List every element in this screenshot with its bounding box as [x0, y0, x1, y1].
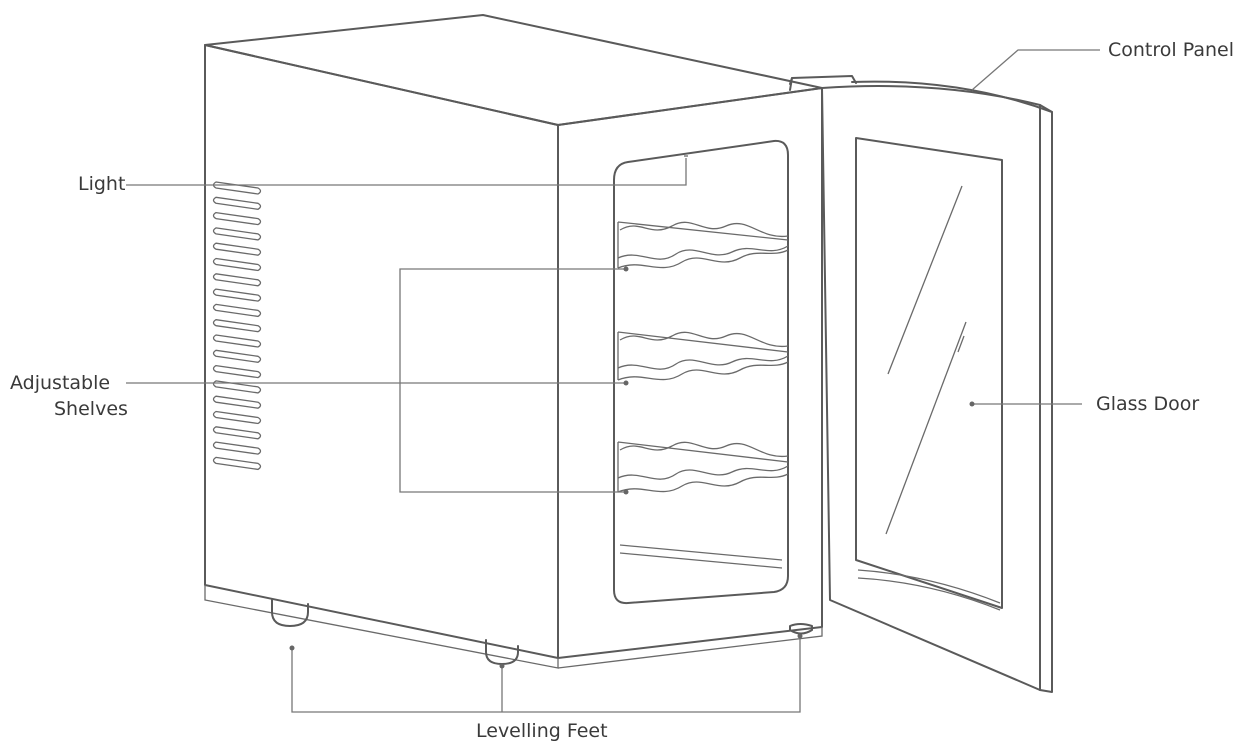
- label-glass-door: Glass Door: [1096, 393, 1200, 415]
- control-panel: [789, 75, 857, 91]
- glass-door: [821, 80, 1053, 693]
- label-adjustable-shelves-line1: Adjustable: [10, 372, 111, 394]
- leader-glass-door: [969, 401, 1082, 407]
- interior-window: [613, 139, 789, 605]
- vent-slot: [212, 395, 262, 409]
- vent-slot: [212, 303, 262, 318]
- label-control-panel: Control Panel: [1108, 39, 1234, 61]
- vent-slot: [212, 319, 262, 333]
- leader-adjustable-shelves: [126, 266, 629, 495]
- vent-slot: [212, 334, 262, 348]
- vent-slot: [212, 426, 262, 440]
- side-vents: [212, 181, 262, 471]
- vent-slot: [212, 288, 262, 302]
- vent-slot: [212, 211, 262, 226]
- label-levelling-feet: Levelling Feet: [476, 720, 608, 742]
- shelf-1: [617, 221, 789, 269]
- vent-slot: [212, 349, 262, 363]
- vent-slot: [212, 441, 262, 455]
- shelf-2: [617, 331, 789, 381]
- leader-control-panel: [971, 49, 1100, 91]
- leader-levelling-feet: [289, 633, 803, 713]
- vent-slot: [212, 257, 262, 272]
- vent-slot: [212, 410, 262, 425]
- vent-slot: [212, 196, 262, 210]
- vent-slot: [212, 181, 262, 195]
- vent-slot: [212, 242, 262, 256]
- vent-slot: [212, 227, 262, 241]
- leader-light: [126, 158, 687, 186]
- label-adjustable-shelves-line2: Shelves: [54, 398, 128, 420]
- shelf-3: [617, 441, 789, 493]
- cabinet-body: [204, 14, 823, 669]
- vent-slot: [212, 456, 262, 471]
- vent-slot: [212, 273, 262, 287]
- vent-slot: [212, 364, 262, 379]
- label-light: Light: [78, 173, 126, 195]
